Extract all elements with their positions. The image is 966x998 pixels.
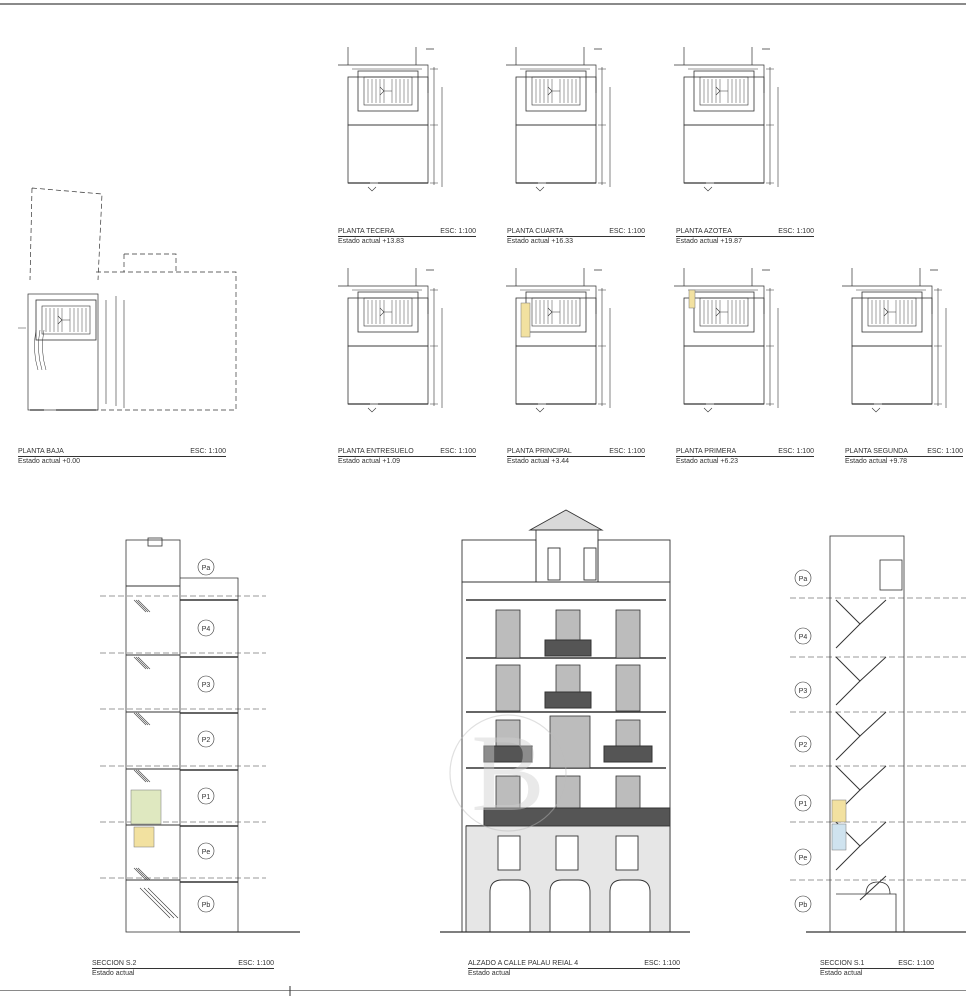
caption-status: Estado actual +13.83	[338, 238, 404, 245]
caption-status: Estado actual	[92, 970, 135, 977]
tag-s2-pb: Pb	[202, 902, 211, 909]
caption-title: ALZADO A CALLE PALAU REIAL 4	[468, 959, 680, 969]
caption-status: Estado actual	[468, 970, 511, 977]
tag-s2-p3: P3	[202, 682, 211, 689]
tag-s2-p1: P1	[202, 794, 211, 801]
plan-azotea	[674, 47, 778, 191]
caption-scale: ESC: 1:100	[440, 448, 476, 455]
tag-s2-pa: Pa	[202, 565, 211, 572]
caption-azotea: PLANTA AZOTEA ESC: 1:100 Estado actual +…	[676, 227, 814, 246]
tag-s1-p1: P1	[799, 801, 808, 808]
caption-status: Estado actual +6.23	[676, 458, 739, 465]
caption-scale: ESC: 1:100	[609, 448, 645, 455]
tag-s1-p4: P4	[799, 634, 808, 641]
tag-s1-pa: Pa	[799, 576, 808, 583]
caption-title: PLANTA CUARTA	[507, 227, 645, 237]
caption-title: PLANTA PRINCIPAL	[507, 447, 645, 457]
caption-status: Estado actual +3.44	[507, 458, 570, 465]
plan-segunda	[842, 268, 946, 412]
tag-s1-p2: P2	[799, 742, 808, 749]
tag-s2-p4: P4	[202, 626, 211, 633]
caption-status: Estado actual +9.78	[845, 458, 908, 465]
elevation-palau-reial	[440, 509, 690, 933]
plan-primera	[674, 268, 778, 412]
caption-status: Estado actual +0.00	[18, 458, 81, 465]
caption-section-s2: SECCION S.2 ESC: 1:100 Estado actual	[92, 959, 274, 978]
plan-principal	[506, 268, 610, 412]
caption-scale: ESC: 1:100	[609, 228, 645, 235]
caption-title: SECCION S.2	[92, 959, 274, 969]
s2-floor-tags	[197, 558, 215, 913]
section-s2	[100, 537, 300, 933]
tag-s1-pe: Pe	[799, 855, 808, 862]
s1-floor-tags	[794, 569, 812, 913]
caption-principal: PLANTA PRINCIPAL ESC: 1:100 Estado actua…	[507, 447, 645, 466]
caption-scale: ESC: 1:100	[644, 960, 680, 967]
tag-s2-p2: P2	[202, 737, 211, 744]
caption-title: PLANTA PRIMERA	[676, 447, 814, 457]
section-s1	[790, 535, 966, 933]
caption-title: PLANTA TECERA	[338, 227, 476, 237]
plan-tercera	[338, 47, 442, 191]
tag-s1-p3: P3	[799, 688, 808, 695]
caption-title: SECCION S.1	[820, 959, 934, 969]
caption-status: Estado actual +1.09	[338, 458, 401, 465]
caption-scale: ESC: 1:100	[190, 448, 226, 455]
caption-scale: ESC: 1:100	[927, 448, 963, 455]
watermark-logo: B	[449, 712, 567, 834]
caption-scale: ESC: 1:100	[238, 960, 274, 967]
caption-title: PLANTA SEGUNDA	[845, 447, 963, 457]
tag-s2-pe: Pe	[202, 849, 211, 856]
caption-primera: PLANTA PRIMERA ESC: 1:100 Estado actual …	[676, 447, 814, 466]
plan-entresuelo	[338, 268, 442, 412]
plan-cuarta	[506, 47, 610, 191]
plan-baja	[18, 187, 237, 411]
caption-status: Estado actual +16.33	[507, 238, 573, 245]
caption-entresuelo: PLANTA ENTRESUELO ESC: 1:100 Estado actu…	[338, 447, 476, 466]
caption-title: PLANTA AZOTEA	[676, 227, 814, 237]
caption-baja: PLANTA BAJA ESC: 1:100 Estado actual +0.…	[18, 447, 226, 466]
tag-s1-pb: Pb	[799, 902, 808, 909]
caption-title: PLANTA ENTRESUELO	[338, 447, 476, 457]
caption-status: Estado actual	[820, 970, 863, 977]
caption-cuarta: PLANTA CUARTA ESC: 1:100 Estado actual +…	[507, 227, 645, 246]
elevation-windows	[495, 609, 641, 811]
top-frame-line	[0, 3, 966, 5]
caption-segunda: PLANTA SEGUNDA ESC: 1:100 Estado actual …	[845, 447, 963, 466]
caption-status: Estado actual +19.87	[676, 238, 742, 245]
caption-scale: ESC: 1:100	[440, 228, 476, 235]
elevation-balconies	[483, 639, 671, 827]
bottom-frame-line	[0, 990, 966, 991]
watermark-letter: B	[471, 712, 544, 834]
caption-scale: ESC: 1:100	[898, 960, 934, 967]
caption-section-s1: SECCION S.1 ESC: 1:100 Estado actual	[820, 959, 934, 978]
caption-elevation: ALZADO A CALLE PALAU REIAL 4 ESC: 1:100 …	[468, 959, 680, 978]
caption-scale: ESC: 1:100	[778, 228, 814, 235]
caption-scale: ESC: 1:100	[778, 448, 814, 455]
caption-tercera: PLANTA TECERA ESC: 1:100 Estado actual +…	[338, 227, 476, 246]
caption-title: PLANTA BAJA	[18, 447, 226, 457]
